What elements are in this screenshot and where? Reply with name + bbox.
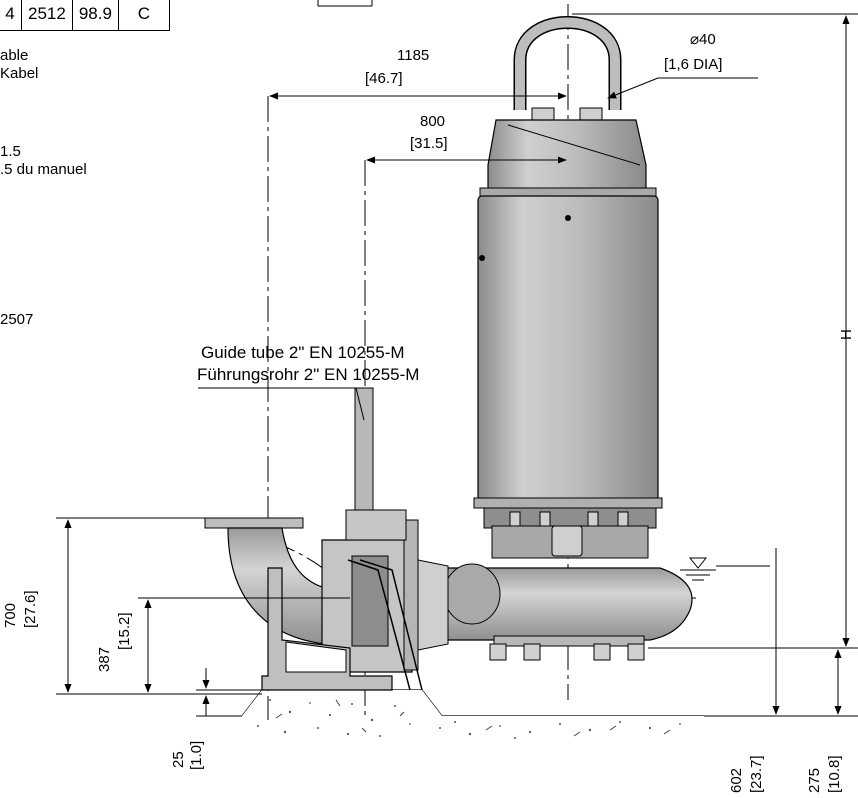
dim-602-mm: 602 [728,767,745,793]
dim-1185-inch-value: 46.7 [369,70,399,87]
note-code: 2507 [0,311,34,328]
pedestal-base [261,567,393,691]
note-cable-1: able [0,47,29,64]
guide-tube-label-en: Guide tube 2" EN 10255-M [201,343,405,362]
cooling-section [483,507,657,559]
dim-800-inch-value: 31.5 [414,135,444,152]
water-level-symbol [680,557,770,581]
dim-1185-inch: [46.7] [365,70,403,87]
dim-25-mm: 25 [170,751,187,768]
motor-cap [479,119,657,199]
guide-tube-label-de: Führungsrohr 2" EN 10255-M [197,365,420,384]
dim-602-inch: [23.7] [748,755,765,793]
dim-1185-mm: 1185 [397,47,430,64]
dim-700-inch: [27.6] [22,590,39,628]
spec-cell: 98.9 [71,0,119,31]
dim-diameter-inch: [1,6 DIA] [664,56,723,73]
concrete-foundation [241,689,704,742]
note-manual-2: .5 du manuel [0,161,87,178]
dim-25-inch: [1.0] [188,740,205,770]
dim-275-mm: 275 [806,767,823,793]
dim-602-inch-value: 23.7 [748,759,765,789]
lifting-handle [513,16,622,123]
dim-diameter-inch-value: 1,6 DIA [668,56,719,73]
dim-700-inch-value: 27.6 [22,594,39,624]
spec-cell: C [117,0,170,31]
dimension-lines [56,0,858,717]
dim-387-inch-value: 15.2 [116,616,133,646]
spec-cell: 4 [0,0,22,31]
dim-387-mm: 387 [96,646,113,672]
dim-height-label: H [838,329,855,340]
motor-housing [473,195,663,509]
dim-25-inch-value: 1.0 [188,744,205,766]
dim-800-mm: 800 [420,113,446,130]
guide-tube [345,387,407,541]
dim-diameter-mm: ⌀40 [690,31,716,48]
note-cable-2: Kabel [0,65,39,82]
discharge-elbow [204,517,449,691]
dim-700-mm: 700 [2,602,19,628]
dim-275-inch-value: 10.8 [826,759,843,789]
dim-800-inch: [31.5] [410,135,448,152]
pump-volute [441,563,693,661]
dim-275-inch: [10.8] [826,755,843,793]
note-manual-1: 1.5 [0,143,21,160]
spec-table: 4 2512 98.9 C [0,0,170,31]
dim-387-inch: [15.2] [116,612,133,650]
spec-cell: 2512 [21,0,73,31]
